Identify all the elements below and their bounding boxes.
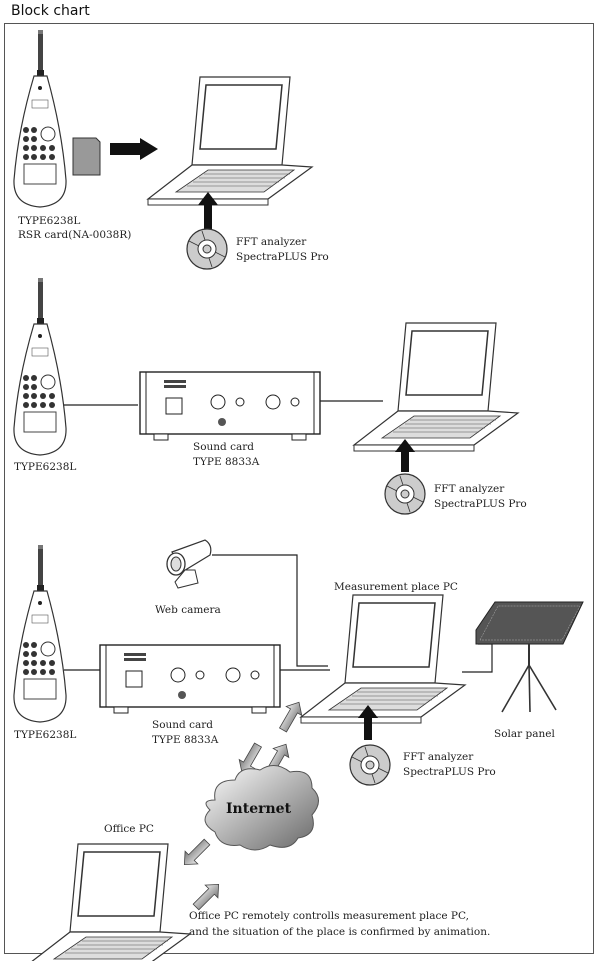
soundcard-label-3a: Sound card bbox=[152, 719, 213, 731]
software-label-1a: FFT analyzer bbox=[236, 236, 307, 248]
solar-panel bbox=[475, 601, 584, 713]
laptop-office bbox=[25, 843, 191, 961]
software-label-1b: SpectraPLUS Pro bbox=[236, 251, 329, 263]
software-label-3b: SpectraPLUS Pro bbox=[403, 766, 496, 778]
meter-label-3: TYPE6238L bbox=[14, 729, 77, 741]
office-arrows bbox=[177, 835, 226, 914]
sd-card bbox=[72, 137, 101, 176]
cd-icon-3 bbox=[349, 744, 391, 786]
laptop-3 bbox=[300, 594, 466, 724]
card-label: RSR card(NA-0038R) bbox=[18, 229, 132, 241]
solar-panel-label: Solar panel bbox=[494, 728, 555, 740]
install-arrow-3 bbox=[358, 705, 378, 740]
soundcard-label-3b: TYPE 8833A bbox=[152, 734, 219, 746]
sound-level-meter-3 bbox=[13, 544, 67, 723]
page-title: Block chart bbox=[11, 3, 90, 19]
office-pc-label: Office PC bbox=[104, 823, 154, 835]
soundcard-label-2b: TYPE 8833A bbox=[193, 456, 260, 468]
soundcard-2 bbox=[139, 371, 321, 441]
webcam-label: Web camera bbox=[155, 604, 221, 616]
cd-icon-1 bbox=[186, 228, 228, 270]
diagram-frame bbox=[4, 23, 594, 954]
note-line-2: and the situation of the place is confir… bbox=[189, 926, 491, 938]
software-label-3a: FFT analyzer bbox=[403, 751, 474, 763]
software-label-2b: SpectraPLUS Pro bbox=[434, 498, 527, 510]
internet-label: Internet bbox=[226, 801, 292, 817]
internet-cloud bbox=[204, 765, 319, 851]
meter-label-2: TYPE6238L bbox=[14, 461, 77, 473]
install-arrow-1 bbox=[198, 192, 218, 230]
laptop-1 bbox=[147, 76, 313, 206]
measurement-pc-label: Measurement place PC bbox=[334, 581, 458, 593]
laptop-2 bbox=[353, 322, 519, 452]
transfer-arrow-1 bbox=[110, 138, 158, 160]
web-camera bbox=[166, 539, 212, 589]
cd-icon-2 bbox=[384, 473, 426, 515]
install-arrow-2 bbox=[395, 439, 415, 472]
soundcard-label-2a: Sound card bbox=[193, 441, 254, 453]
meter-label-1: TYPE6238L bbox=[18, 215, 81, 227]
note-line-1: Office PC remotely controlls measurement… bbox=[189, 910, 469, 922]
software-label-2a: FFT analyzer bbox=[434, 483, 505, 495]
sound-level-meter-2 bbox=[13, 277, 67, 456]
soundcard-3 bbox=[99, 644, 281, 714]
sound-level-meter-1 bbox=[13, 29, 67, 208]
